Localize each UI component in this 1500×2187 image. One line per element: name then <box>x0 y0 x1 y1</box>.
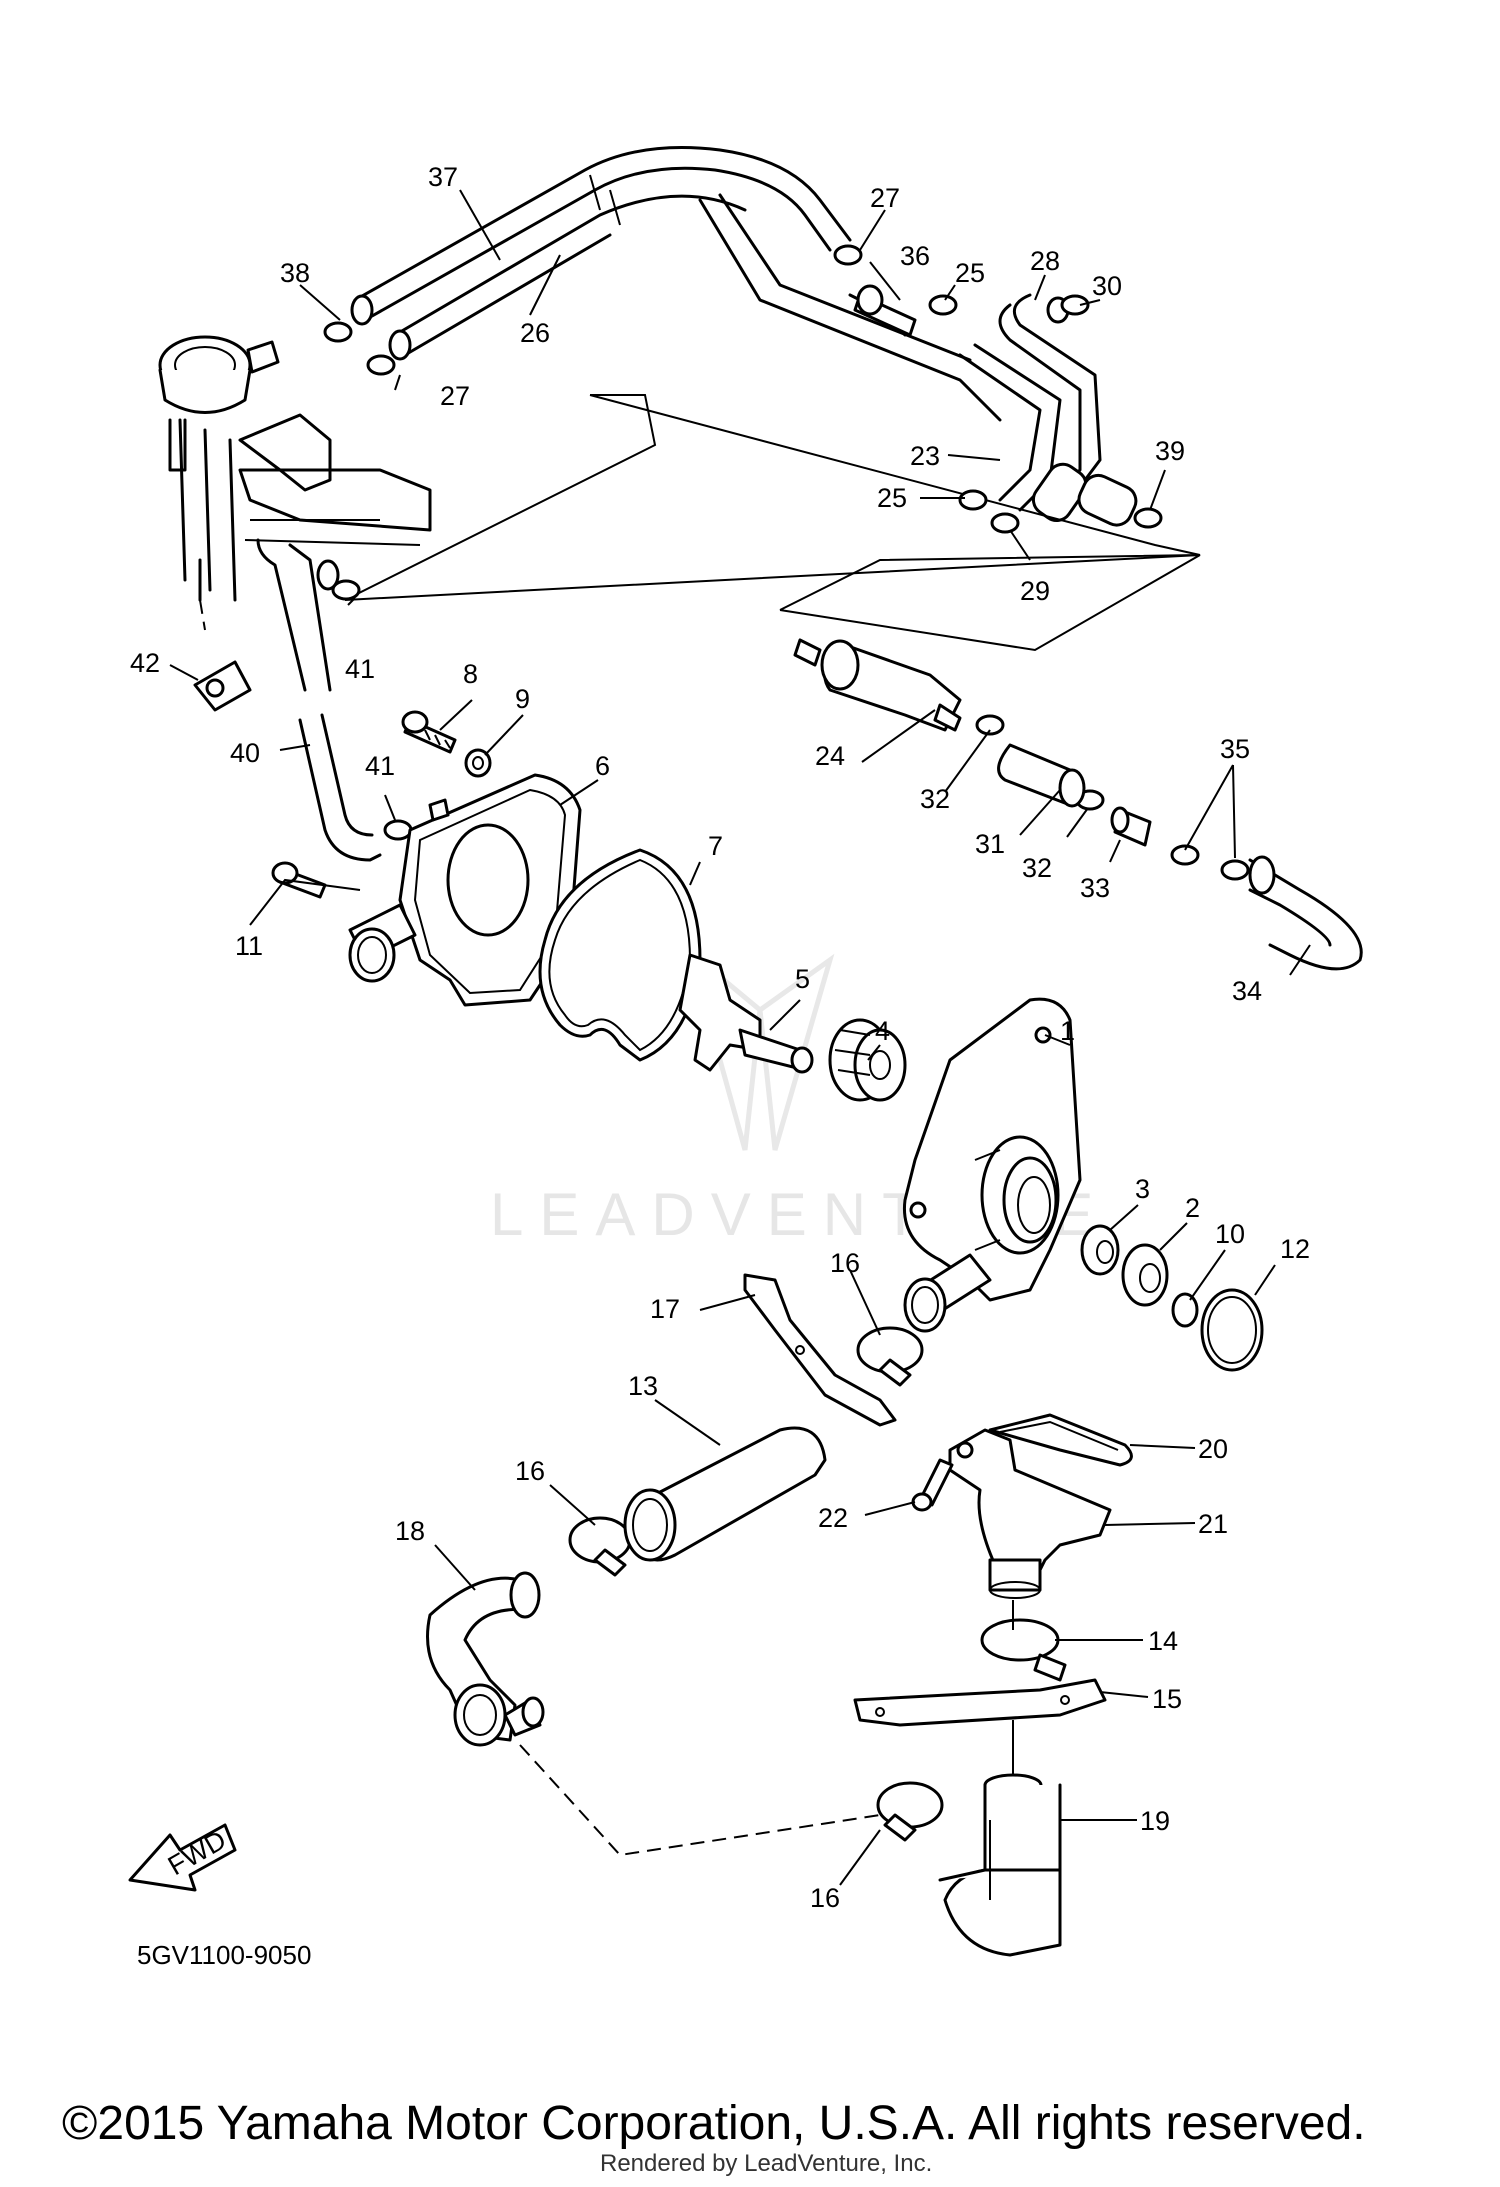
gasket-20 <box>988 1413 1133 1467</box>
callout-28: 28 <box>1030 246 1060 276</box>
callout-27-upper: 27 <box>870 183 900 213</box>
callout-32-right: 32 <box>1022 853 1052 883</box>
hose-13 <box>623 1426 827 1562</box>
hose-40 <box>256 538 382 862</box>
elbow-pipe-19 <box>938 1773 1062 1957</box>
callout-9: 9 <box>515 684 530 714</box>
callout-25-upper: 25 <box>955 258 985 288</box>
callout-18: 18 <box>395 1516 425 1546</box>
callout-17: 17 <box>650 1294 680 1324</box>
bracket-17 <box>743 1273 897 1427</box>
callout-1: 1 <box>1060 1016 1075 1046</box>
callout-31: 31 <box>975 829 1005 859</box>
callout-13: 13 <box>628 1371 658 1401</box>
callout-3: 3 <box>1135 1174 1150 1204</box>
fwd-arrow-icon: FWD <box>128 1823 237 1892</box>
o-ring-7 <box>538 848 702 1062</box>
callout-4: 4 <box>875 1016 890 1046</box>
leader-lines <box>169 189 1311 1886</box>
washer-9 <box>464 748 492 778</box>
hose-31 <box>997 743 1086 808</box>
clamp-16-lower <box>876 1781 944 1842</box>
callout-12: 12 <box>1280 1234 1310 1264</box>
callout-40: 40 <box>230 738 260 768</box>
bolt-11 <box>271 861 327 899</box>
callout-29: 29 <box>1020 576 1050 606</box>
pump-housing-1 <box>902 997 1082 1333</box>
fitting-36 <box>853 284 917 337</box>
clamp-42 <box>193 660 252 712</box>
callout-16-lower: 16 <box>810 1883 840 1913</box>
bolt-22 <box>911 1458 954 1512</box>
diagram-code: 5GV1100-9050 <box>137 1940 312 1970</box>
clamp-16-middle <box>568 1516 632 1577</box>
hose-clamps <box>323 244 1250 881</box>
radiator-filler-neck <box>158 335 432 631</box>
callout-16-upper: 16 <box>830 1248 860 1278</box>
seal-4 <box>828 1018 907 1102</box>
callout-41-upper: 41 <box>345 654 375 684</box>
callout-21: 21 <box>1198 1509 1228 1539</box>
callout-24: 24 <box>815 741 845 771</box>
callout-41-lower: 41 <box>365 751 395 781</box>
bearing-2 <box>1121 1243 1169 1307</box>
callout-14: 14 <box>1148 1626 1178 1656</box>
callout-27-lower: 27 <box>440 381 470 411</box>
hose-34 <box>1248 855 1363 971</box>
rendered-by-credit: Rendered by LeadVenture, Inc. <box>600 2150 933 2177</box>
clamp-16-upper <box>856 1326 924 1387</box>
o-ring-12 <box>1200 1288 1264 1372</box>
group-outline-mid <box>779 554 1201 652</box>
callout-35: 35 <box>1220 734 1250 764</box>
group-outline-upper <box>344 394 1201 601</box>
callout-38: 38 <box>280 258 310 288</box>
callout-39: 39 <box>1155 436 1185 466</box>
callout-5: 5 <box>795 964 810 994</box>
filter-24 <box>793 638 962 732</box>
callout-26: 26 <box>520 318 550 348</box>
callout-42: 42 <box>130 648 160 678</box>
bolt-8 <box>401 710 457 754</box>
circlip-10 <box>1171 1292 1199 1328</box>
callout-32-left: 32 <box>920 784 950 814</box>
elbow-hose-18 <box>426 1571 545 1747</box>
callout-36: 36 <box>900 241 930 271</box>
thermostat-housing-21 <box>948 1428 1112 1599</box>
callout-23: 23 <box>910 441 940 471</box>
dash-link-18-16 <box>519 1744 881 1857</box>
callout-15: 15 <box>1152 1684 1182 1714</box>
callout-7: 7 <box>708 831 723 861</box>
hose-section-23-28 <box>848 293 1138 527</box>
hose-upper-long <box>350 146 1002 422</box>
callout-34: 34 <box>1232 976 1262 1006</box>
callout-8: 8 <box>463 659 478 689</box>
callout-10: 10 <box>1215 1219 1245 1249</box>
callout-22: 22 <box>818 1503 848 1533</box>
callout-16-middle: 16 <box>515 1456 545 1486</box>
copyright-notice: ©2015 Yamaha Motor Corporation, U.S.A. A… <box>62 2097 1366 2150</box>
bracket-15 <box>853 1678 1107 1727</box>
callout-33: 33 <box>1080 873 1110 903</box>
callout-labels: 37 38 26 27 27 36 25 28 30 23 39 25 29 4… <box>130 162 1310 1913</box>
callout-25-lower: 25 <box>877 483 907 513</box>
callout-20: 20 <box>1198 1434 1228 1464</box>
callout-30: 30 <box>1092 271 1122 301</box>
callout-6: 6 <box>595 751 610 781</box>
pump-cover-6 <box>348 773 582 1007</box>
clamp-14 <box>980 1618 1067 1682</box>
fitting-33 <box>1110 806 1152 847</box>
impeller-5 <box>678 953 814 1074</box>
callout-2: 2 <box>1185 1193 1200 1223</box>
callout-19: 19 <box>1140 1806 1170 1836</box>
callout-37: 37 <box>428 162 458 192</box>
bearing-3 <box>1080 1224 1120 1276</box>
callout-11: 11 <box>235 931 263 961</box>
